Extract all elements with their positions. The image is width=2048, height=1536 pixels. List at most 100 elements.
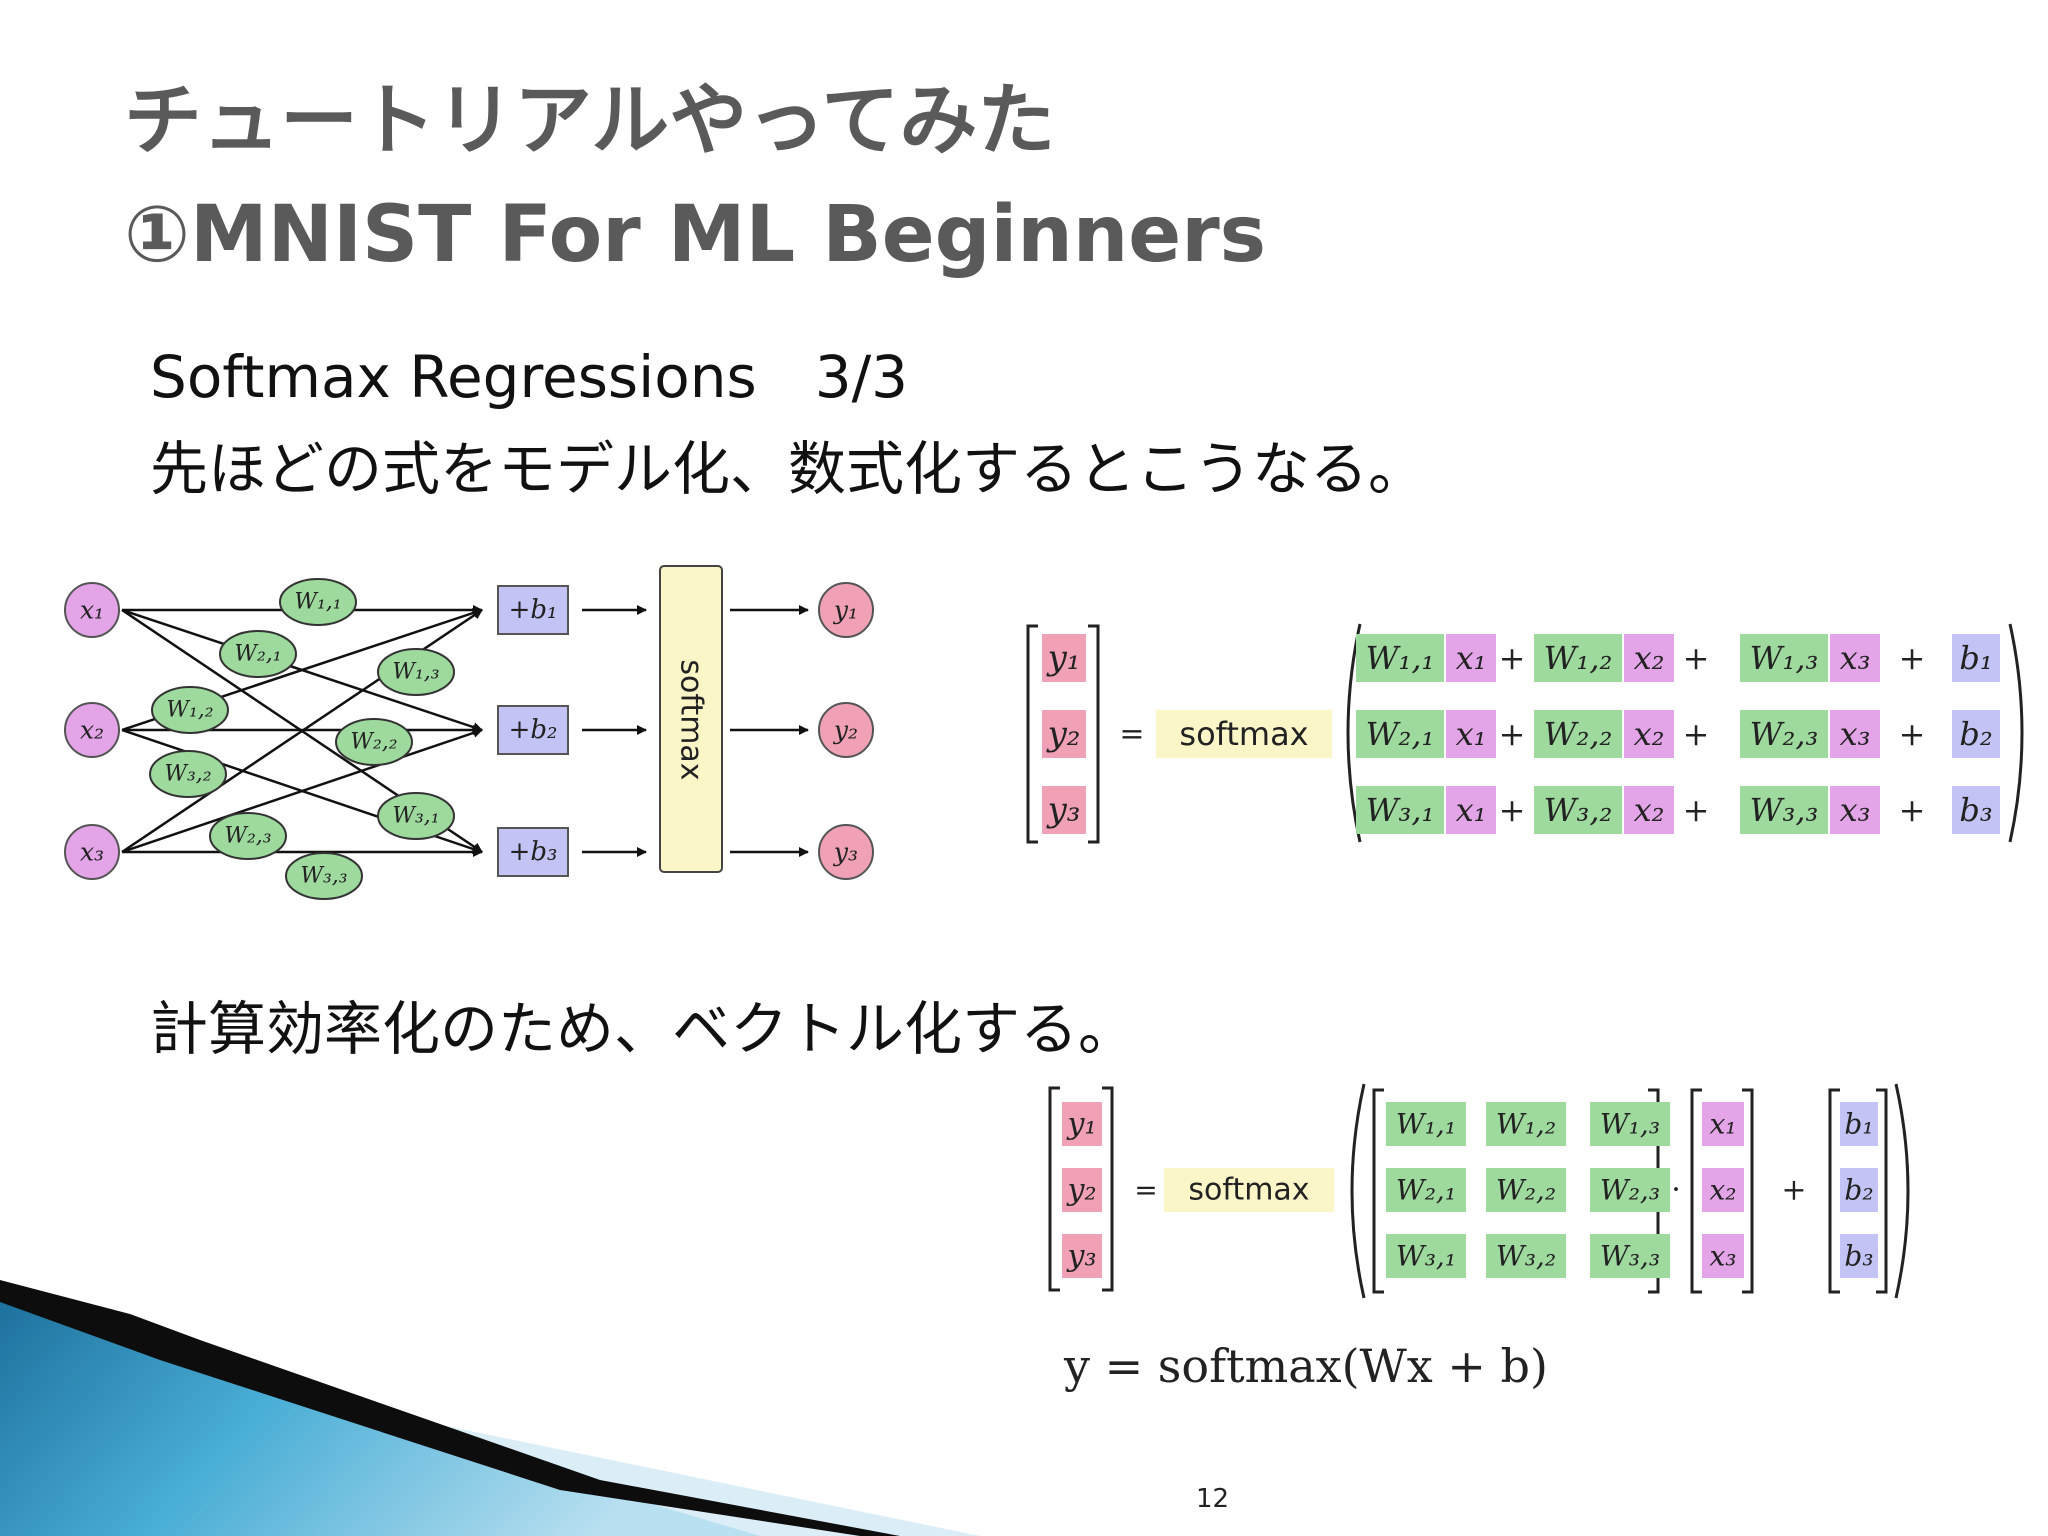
b-cell bbox=[1840, 1102, 1878, 1146]
y-cell bbox=[1042, 786, 1086, 834]
dot-operator: · bbox=[1671, 1173, 1681, 1208]
x-cell-label: x₁ bbox=[1456, 639, 1487, 677]
weight-node bbox=[285, 852, 363, 900]
weight-node-label: W₂,₃ bbox=[224, 824, 271, 849]
y-vector-left-bracket bbox=[1048, 1086, 1060, 1292]
weight-node bbox=[149, 750, 227, 798]
x-cell-label: x₂ bbox=[1709, 1174, 1736, 1207]
W-matrix-cell-label: W₂,₁ bbox=[1396, 1174, 1456, 1207]
x-cell bbox=[1624, 710, 1674, 758]
weight-node-label: W₃,₂ bbox=[164, 762, 211, 787]
y-vector-left-bracket bbox=[1026, 624, 1038, 844]
slide-title-line1: チュートリアルやってみた bbox=[124, 76, 1056, 166]
x-cell-label: x₁ bbox=[1456, 715, 1487, 753]
y-cell-label: y₂ bbox=[1066, 1173, 1097, 1208]
weight-node bbox=[279, 578, 357, 626]
outer-right-paren bbox=[1894, 1083, 1910, 1299]
W-matrix-cell-label: W₂,₃ bbox=[1600, 1174, 1660, 1207]
bias-box-label: +b₁ bbox=[509, 595, 558, 625]
x-cell bbox=[1446, 786, 1496, 834]
W-cell bbox=[1534, 634, 1622, 682]
output-node-label: y₁ bbox=[833, 596, 858, 625]
b-cell bbox=[1952, 710, 2000, 758]
W-matrix-cell bbox=[1590, 1234, 1670, 1278]
softmax-label: softmax bbox=[1179, 715, 1308, 753]
b-cell bbox=[1840, 1234, 1878, 1278]
section-heading: Softmax Regressions 3/3 bbox=[150, 343, 909, 411]
x-cell-label: x₂ bbox=[1634, 791, 1665, 829]
output-node bbox=[818, 582, 874, 638]
b-cell-label: b₂ bbox=[1844, 1174, 1873, 1207]
weight-node-label: W₁,₃ bbox=[392, 660, 439, 685]
W-cell-label: W₁,₂ bbox=[1544, 639, 1613, 677]
W-matrix-cell-label: W₃,₂ bbox=[1496, 1240, 1556, 1273]
b-cell-label: b₁ bbox=[1844, 1108, 1873, 1141]
weight-node bbox=[377, 792, 455, 840]
W-matrix-cell bbox=[1486, 1102, 1566, 1146]
W-matrix-cell-label: W₁,₃ bbox=[1600, 1108, 1660, 1141]
softmax-box-label: softmax bbox=[674, 659, 709, 780]
W-matrix-cell-label: W₁,₁ bbox=[1396, 1108, 1456, 1141]
x-cell bbox=[1830, 710, 1880, 758]
W-cell-label: W₃,₃ bbox=[1750, 791, 1819, 829]
output-node-label: y₂ bbox=[833, 716, 858, 745]
output-node bbox=[818, 702, 874, 758]
input-node-label: x₁ bbox=[80, 596, 104, 625]
formula-text: y = softmax(Wx + b) bbox=[1063, 1339, 1548, 1393]
right-paren bbox=[2008, 623, 2024, 843]
x-cell bbox=[1446, 634, 1496, 682]
plus-sign: + bbox=[1899, 715, 1926, 753]
y-vector-right-bracket bbox=[1102, 1086, 1114, 1292]
page-number: 12 bbox=[1196, 1484, 1230, 1514]
x-cell-label: x₂ bbox=[1634, 715, 1665, 753]
W-matrix-cell bbox=[1386, 1234, 1466, 1278]
bias-box-label: +b₃ bbox=[509, 837, 558, 867]
x-cell-label: x₁ bbox=[1456, 791, 1487, 829]
weight-node-label: W₁,₁ bbox=[294, 590, 341, 615]
plus-sign: + bbox=[1899, 791, 1926, 829]
plus-sign: + bbox=[1683, 715, 1710, 753]
equals-sign: = bbox=[1119, 717, 1144, 752]
weight-node bbox=[219, 630, 297, 678]
y-cell bbox=[1062, 1102, 1102, 1146]
softmax-label-box bbox=[1156, 710, 1332, 758]
W-cell bbox=[1740, 786, 1828, 834]
b-cell bbox=[1840, 1168, 1878, 1212]
W-cell bbox=[1356, 634, 1444, 682]
b-cell-label: b₂ bbox=[1959, 715, 1992, 753]
b-cell-label: b₁ bbox=[1959, 639, 1992, 677]
W-cell bbox=[1534, 786, 1622, 834]
description-vectorize: 計算効率化のため、ベクトル化する。 bbox=[150, 995, 1137, 1063]
y-cell bbox=[1062, 1168, 1102, 1212]
W-matrix-cell bbox=[1590, 1102, 1670, 1146]
y-cell bbox=[1042, 634, 1086, 682]
plus-sign: + bbox=[1781, 1173, 1806, 1208]
weight-node-label: W₂,₂ bbox=[350, 730, 397, 755]
network-diagram: x₁x₂x₃W₁,₁W₂,₁W₁,₃W₁,₂W₂,₂W₃,₂W₃,₁W₂,₃W₃… bbox=[64, 565, 874, 900]
plus-sign: + bbox=[1683, 791, 1710, 829]
W-cell bbox=[1356, 786, 1444, 834]
weight-node-label: W₁,₂ bbox=[166, 698, 213, 723]
y-vector-right-bracket bbox=[1088, 624, 1100, 844]
bias-box-label: +b₂ bbox=[509, 715, 558, 745]
W-matrix-cell-label: W₃,₃ bbox=[1600, 1240, 1660, 1273]
x-cell bbox=[1702, 1168, 1744, 1212]
y-cell bbox=[1042, 710, 1086, 758]
output-node-label: y₃ bbox=[833, 838, 858, 867]
weight-node bbox=[151, 686, 229, 734]
corner-decoration bbox=[0, 1280, 980, 1536]
plus-sign: + bbox=[1899, 639, 1926, 677]
softmax-box bbox=[659, 565, 723, 873]
W-cell-label: W₁,₁ bbox=[1366, 639, 1435, 677]
weight-node bbox=[209, 812, 287, 860]
plus-sign: + bbox=[1683, 639, 1710, 677]
b-cell bbox=[1952, 786, 2000, 834]
input-node bbox=[64, 702, 120, 758]
W-cell-label: W₃,₁ bbox=[1366, 791, 1435, 829]
compact-formula: y = softmax(Wx + b) bbox=[1063, 1339, 1548, 1393]
x-cell bbox=[1624, 634, 1674, 682]
W-matrix-cell-label: W₂,₂ bbox=[1496, 1174, 1556, 1207]
